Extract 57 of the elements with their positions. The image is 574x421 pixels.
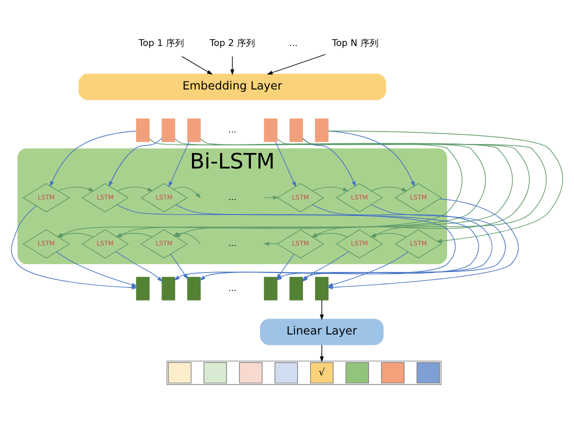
arrow bbox=[371, 186, 408, 192]
node-box bbox=[264, 276, 278, 300]
node-box bbox=[168, 362, 192, 384]
arrow bbox=[320, 300, 324, 320]
arrow bbox=[108, 138, 162, 187]
node-box bbox=[187, 276, 201, 300]
node-box bbox=[346, 362, 370, 384]
label: ... bbox=[228, 284, 236, 294]
arrow bbox=[320, 344, 324, 362]
node-box bbox=[264, 118, 278, 142]
node-box bbox=[239, 362, 262, 384]
label: … bbox=[289, 38, 298, 49]
arrow bbox=[328, 130, 564, 243]
node-box bbox=[274, 362, 298, 384]
label: ... bbox=[228, 192, 236, 203]
node-box: Embedding Layer bbox=[78, 74, 386, 100]
node-box: √ bbox=[310, 362, 334, 384]
node-text: Top 2 序列 bbox=[210, 38, 255, 50]
arrow bbox=[275, 142, 296, 188]
arrow bbox=[181, 56, 213, 75]
node-box bbox=[162, 276, 176, 300]
arrow bbox=[173, 186, 201, 198]
arrow bbox=[266, 54, 326, 74]
node-box bbox=[204, 362, 227, 384]
arrow bbox=[230, 56, 234, 76]
arrow bbox=[312, 186, 348, 192]
arrow bbox=[327, 252, 409, 287]
node-text: Top 1 序列 bbox=[138, 38, 184, 50]
node-box bbox=[136, 118, 150, 142]
arrow bbox=[50, 130, 137, 187]
node-box bbox=[187, 118, 201, 142]
node-box: Linear Layer bbox=[260, 318, 384, 346]
arrow bbox=[170, 254, 188, 280]
arrow bbox=[327, 198, 519, 290]
arrow bbox=[302, 138, 356, 187]
node-text: Top N 序列 bbox=[332, 38, 378, 50]
node-box bbox=[136, 276, 150, 300]
node-box bbox=[162, 118, 176, 142]
arrow bbox=[116, 251, 163, 282]
node-box bbox=[289, 118, 303, 142]
arrow bbox=[58, 186, 94, 192]
arrow bbox=[276, 254, 294, 280]
arrow bbox=[302, 138, 547, 238]
arrow bbox=[56, 252, 138, 287]
node-box bbox=[315, 118, 329, 142]
arrow bbox=[168, 142, 190, 188]
label: ... bbox=[228, 239, 236, 250]
arrow bbox=[311, 232, 348, 238]
node-box bbox=[381, 362, 405, 384]
node-box bbox=[289, 276, 303, 300]
node-box bbox=[416, 362, 440, 384]
arrow bbox=[116, 186, 154, 192]
arrow bbox=[370, 232, 407, 238]
arrow bbox=[276, 138, 530, 238]
label: ... bbox=[228, 125, 236, 136]
arrow bbox=[11, 206, 138, 290]
node-box bbox=[315, 276, 329, 300]
